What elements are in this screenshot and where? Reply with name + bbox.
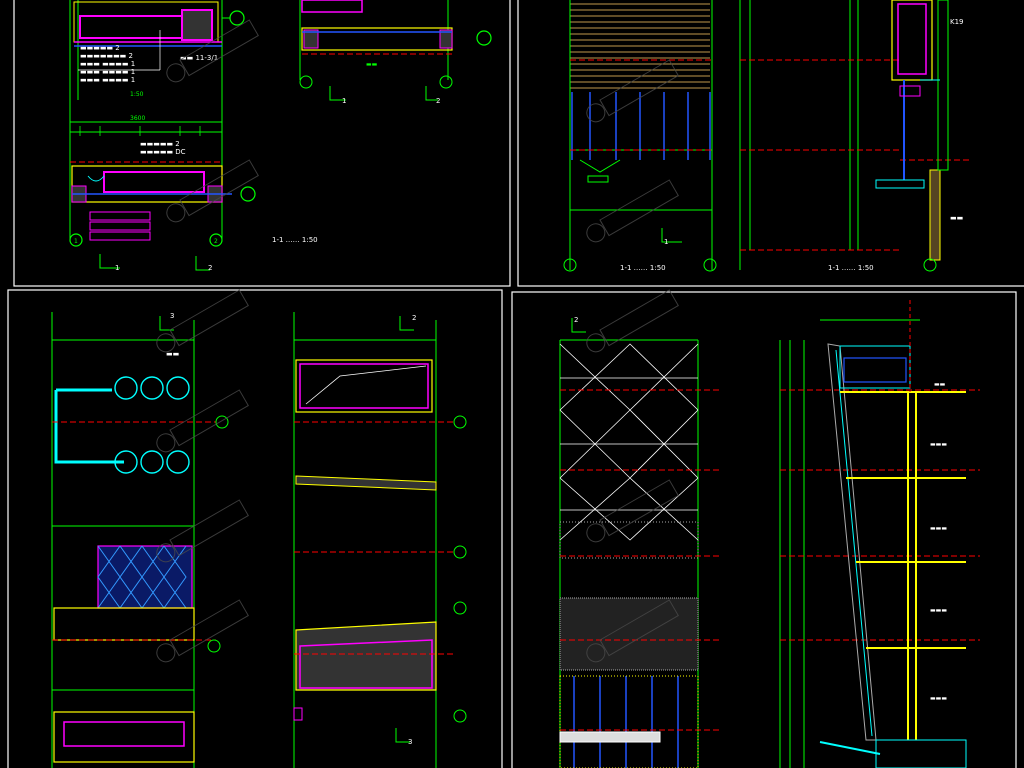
axis-mark-2: 2 [214,238,218,245]
svg-text:1: 1 [342,97,346,105]
svg-text:1:50: 1:50 [130,91,144,98]
section-tag-2-bl: 2 [412,314,416,322]
svg-text:▬▬▬ ▬▬▬▬ 1: ▬▬▬ ▬▬▬▬ 1 [80,60,135,68]
svg-text:▬▬: ▬▬ [950,214,963,222]
section-tag-1-tr: 1 [664,238,668,246]
frame-bottom-right [511,291,1017,768]
svg-text:▬▬▬: ▬▬▬ [930,607,947,614]
svg-text:▬▬▬▬▬▬▬ 2: ▬▬▬▬▬▬▬ 2 [80,52,133,60]
svg-text:▬▬: ▬▬ [166,350,179,358]
section-tag-3: 3 [170,312,174,320]
caption-top-right-b: 1-1 …… 1:50 [828,264,874,272]
svg-text:▬▬▬ ▬▬▬▬ 1: ▬▬▬ ▬▬▬▬ 1 [80,68,135,76]
frame-top-left [13,0,511,287]
frame-bottom-left [7,289,503,768]
svg-text:2: 2 [436,97,440,105]
svg-text:▬▬▬: ▬▬▬ [930,525,947,532]
panel-bottom-left: ▬▬ 3 2 3 [51,312,467,768]
sheet-frames [7,0,1024,768]
panel-bottom-right: 2 ▬▬▬ ▬▬▬ ▬▬▬ ▬▬▬ ▬▬ [559,300,980,768]
panel-top-left: ▬▬▬▬▬ 2 ▬▬▬▬▬▬▬ 2 ▬▬▬ ▬▬▬▬ 1 ▬▬▬ ▬▬▬▬ 1 … [69,0,492,272]
section-tag-1: 1 [115,264,119,272]
svg-text:▬▬: ▬▬ [366,61,378,68]
caption-top-left: 1-1 …… 1:50 [272,236,318,244]
svg-text:K19: K19 [950,18,964,26]
section-tag-2: 2 [208,264,212,272]
svg-text:▬▬▬: ▬▬▬ [930,695,947,702]
watermark-layer [156,19,679,663]
axis-mark-1: 1 [74,238,78,245]
svg-text:▬▬: ▬▬ [934,381,946,388]
frame-top-right [517,0,1024,287]
svg-text:▬▬▬▬▬ DC: ▬▬▬▬▬ DC [140,148,186,156]
svg-text:▬▬▬ ▬▬▬▬ 1: ▬▬▬ ▬▬▬▬ 1 [80,76,135,84]
svg-text:▬▬▬▬▬ 2: ▬▬▬▬▬ 2 [140,140,180,148]
caption-top-right-a: 1-1 …… 1:50 [620,264,666,272]
svg-text:▬▬ 11-3/1: ▬▬ 11-3/1 [180,54,218,62]
svg-text:▬▬▬▬▬ 2: ▬▬▬▬▬ 2 [80,44,120,52]
svg-text:▬▬▬: ▬▬▬ [930,441,947,448]
section-tag-2-br: 2 [574,316,578,324]
panel-top-right: 1 1-1 …… 1:50 1-1 …… 1:50 K19 ▬▬ [563,0,970,272]
section-tag-3b: 3 [408,738,412,746]
svg-text:3600: 3600 [130,115,145,122]
